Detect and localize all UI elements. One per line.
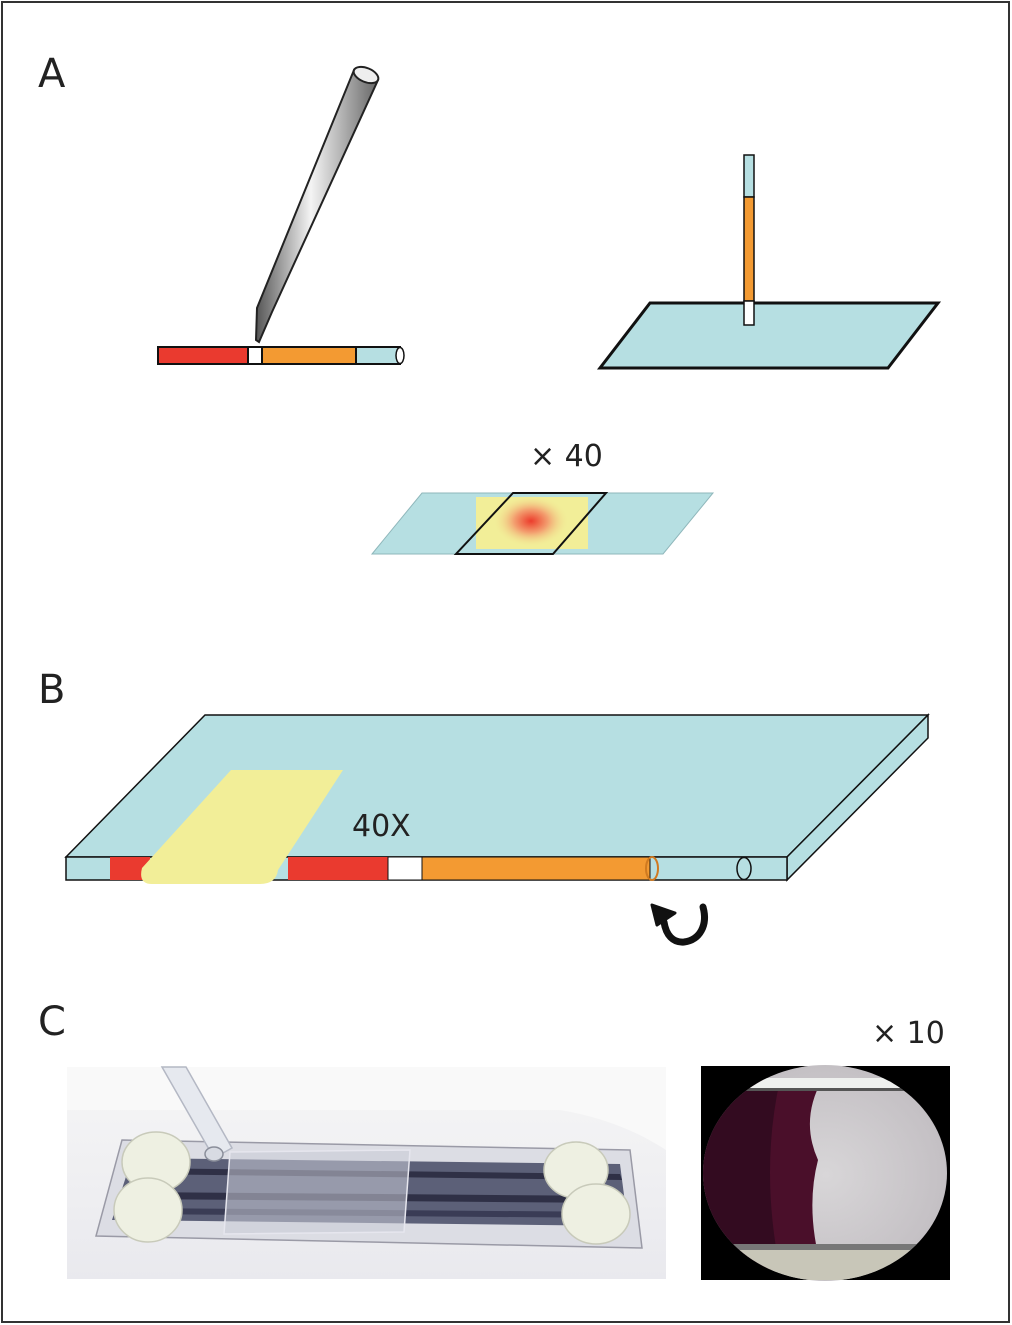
capillary-tube-horizontal — [157, 346, 405, 365]
glass-slide-with-tube — [596, 154, 942, 370]
panel-b-label: B — [38, 667, 65, 713]
panel-c: C × 10 — [38, 999, 950, 1281]
coverslip — [453, 492, 609, 555]
rotate-arrow-icon — [650, 903, 708, 946]
panel-c-magnification: × 10 — [872, 1016, 945, 1051]
coverslip-yellow — [141, 770, 343, 884]
panel-b-magnification: 40X — [352, 809, 411, 844]
panel-a-label: A — [38, 51, 66, 97]
smear-slide — [370, 492, 715, 555]
photo-slide-setup — [67, 1066, 666, 1279]
photo-microscope-view — [701, 1065, 950, 1281]
pipette-icon — [254, 65, 380, 344]
large-glass-slide — [64, 713, 930, 884]
panel-c-label: C — [38, 999, 66, 1045]
panel-b: B 40X — [38, 667, 930, 946]
panel-a: A × 40 — [38, 51, 942, 555]
panel-a-magnification: × 40 — [530, 439, 603, 474]
